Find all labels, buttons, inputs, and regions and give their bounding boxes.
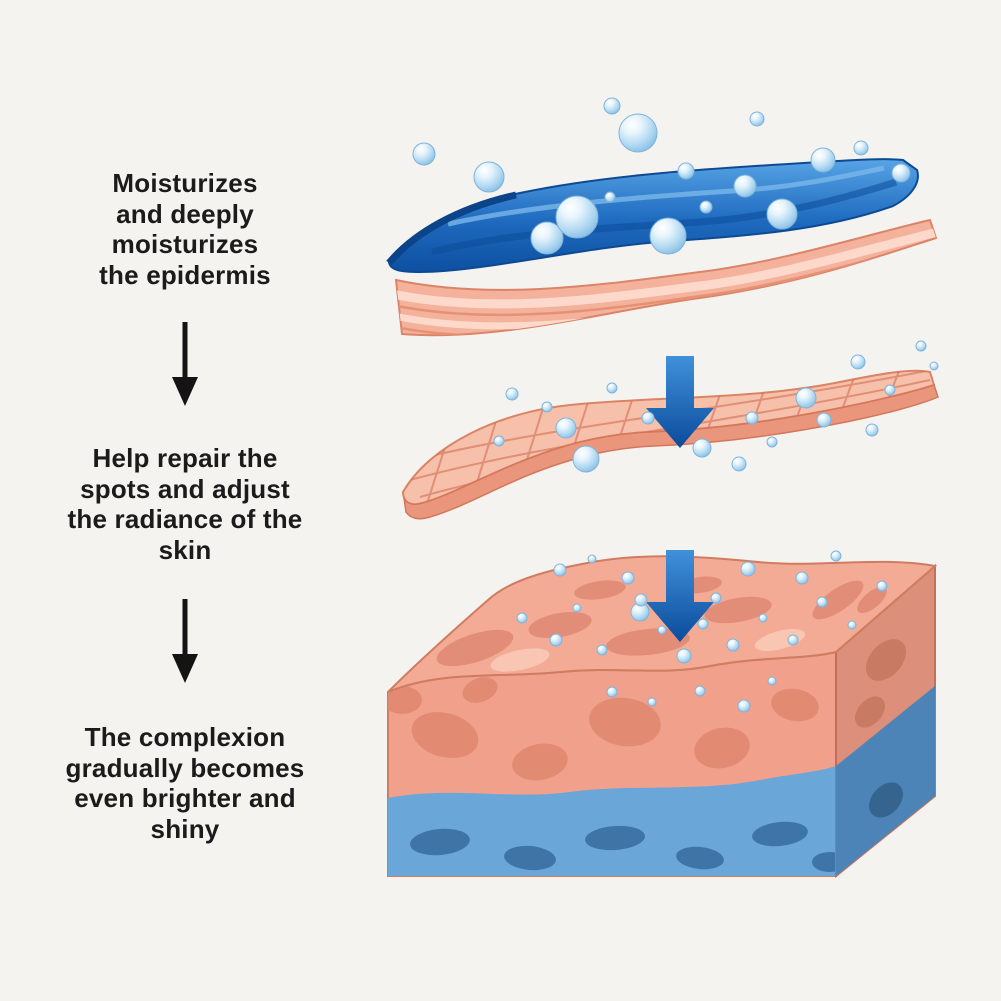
moisture-layer-streak-dark [431, 178, 898, 256]
down-arrow-icon [172, 322, 198, 406]
absorb-down-arrow-icon [646, 356, 714, 448]
block-front-pink-blobs [388, 677, 819, 781]
moisture-droplets-block [516, 550, 888, 713]
moisture-layer-streak-light [447, 165, 885, 227]
dermis-mesh-edge [403, 384, 939, 520]
block-top-highlights [490, 629, 806, 672]
caption-complexion: The complexion gradually becomes even br… [65, 722, 305, 845]
block-right-blue-blob [869, 782, 903, 818]
absorb-down-arrow-icon [646, 550, 714, 642]
caption-moisturize: Moisturizes and deeply moisturizes the e… [99, 168, 271, 291]
block-right-blue-section [836, 686, 935, 876]
block-front-blue-section [388, 766, 836, 876]
block-right-pink-blob [866, 639, 906, 681]
caption-repair: Help repair the spots and adjust the rad… [67, 443, 303, 566]
down-arrow-icon [172, 599, 198, 683]
moisture-layer-edge [386, 191, 517, 266]
block-right-pink-blob [855, 696, 885, 728]
water-bubbles [412, 97, 911, 255]
moisture-droplets-mesh [493, 340, 939, 473]
